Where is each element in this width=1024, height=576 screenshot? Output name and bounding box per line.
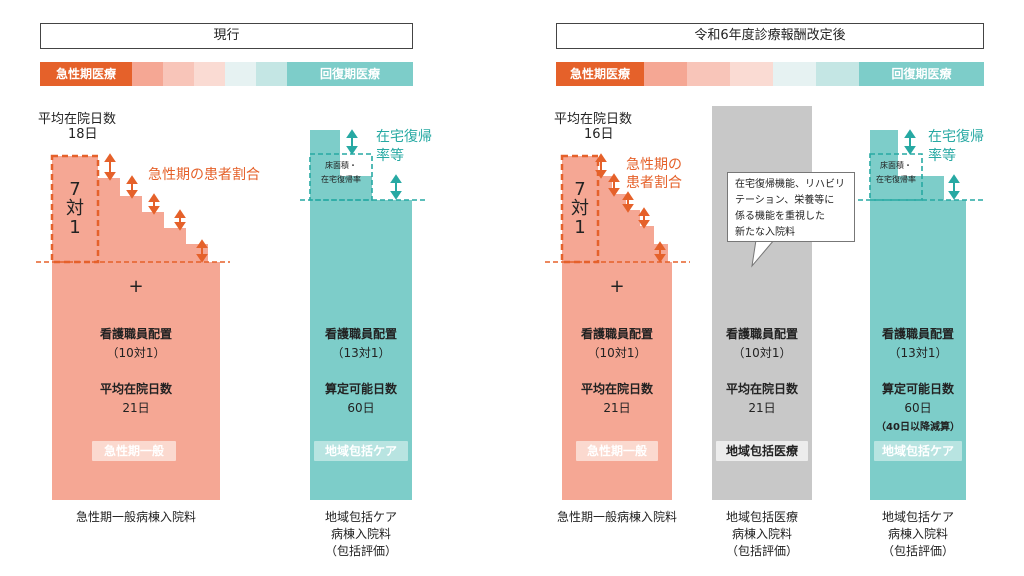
new-ward-staffing-label: 看護職員配置: [725, 327, 798, 341]
right-legend-gradient: 急性期医療 回復期医療: [556, 62, 984, 86]
home-return-side-label: 率等: [928, 148, 956, 164]
new-ward-caption-2: 病棟入院料: [731, 527, 792, 541]
community-caption-1: 地域包括ケア: [881, 510, 954, 524]
seven-to-one-char: 7: [69, 179, 81, 200]
home-return-side-label: 率等: [376, 148, 404, 164]
community-days-label: 算定可能日数: [324, 382, 397, 396]
new-ward-staffing-value: （10対1）: [732, 346, 792, 360]
community-staffing-label: 看護職員配置: [324, 327, 397, 341]
legend-recovery-label: 回復期医療: [859, 62, 984, 86]
avg-stay-value: 16日: [584, 127, 614, 142]
seven-to-one-label: 7 対 1: [569, 180, 591, 237]
seven-to-one-char: 1: [69, 217, 81, 238]
gradient-cell: [773, 62, 816, 86]
home-return-side-label: 在宅復帰: [376, 129, 432, 145]
callout-line: テーション、栄養等に: [735, 195, 835, 206]
gradient-cell: [687, 62, 730, 86]
acute-ward-caption: 急性期一般病棟入院料: [556, 510, 677, 524]
community-days-note: （40日以降減算）: [876, 422, 960, 433]
callout-line: 係る機能を重視した: [735, 211, 825, 222]
acute-staffing-value: （10対1）: [587, 346, 647, 360]
new-ward-stay-label: 平均在院日数: [725, 382, 798, 396]
gradient-cell: [194, 62, 225, 86]
callout-line: 新たな入院料: [735, 227, 795, 238]
gradient-cell: [816, 62, 859, 86]
community-days-value: 60日: [904, 401, 932, 415]
home-return-side-label: 在宅復帰: [928, 129, 984, 145]
acute-stay-label: 平均在院日数: [99, 382, 172, 396]
community-caption-2: 病棟入院料: [887, 527, 948, 541]
seven-to-one-char: 1: [574, 217, 586, 238]
left-legend-gradient: 急性期医療 回復期医療: [40, 62, 413, 86]
acute-general-tag: 急性期一般: [576, 441, 658, 461]
community-caption-3: （包括評価）: [324, 544, 397, 558]
community-care-tag: 地域包括ケア: [874, 441, 962, 461]
legend-acute-label: 急性期医療: [40, 62, 132, 86]
acute-patient-ratio-label: 急性期の: [626, 157, 682, 173]
new-ward-caption-3: （包括評価）: [725, 544, 798, 558]
plus-sign: +: [609, 276, 625, 297]
community-staffing-value: （13対1）: [888, 346, 948, 360]
community-caption-3: （包括評価）: [881, 544, 954, 558]
avg-stay-label: 平均在院日数: [554, 112, 633, 127]
new-ward-caption-1: 地域包括医療: [725, 510, 798, 524]
seven-to-one-char: 7: [574, 179, 586, 200]
community-days-value: 60日: [347, 401, 375, 415]
community-medical-tag: 地域包括医療: [716, 441, 808, 461]
acute-stay-label: 平均在院日数: [580, 382, 653, 396]
left-panel-title: 現行: [40, 23, 413, 49]
gradient-cell: [256, 62, 287, 86]
community-staffing-value: （13対1）: [331, 346, 391, 360]
community-caption-1: 地域包括ケア: [324, 510, 397, 524]
new-ward-callout: 在宅復帰機能、リハビリ テーション、栄養等に 係る機能を重視した 新たな入院料: [727, 172, 855, 242]
community-caption-2: 病棟入院料: [330, 527, 391, 541]
gradient-cell: [163, 62, 194, 86]
seven-to-one-char: 対: [571, 198, 589, 219]
gradient-cell: [225, 62, 256, 86]
floor-area-label: 床面積・: [880, 161, 912, 170]
acute-general-tag: 急性期一般: [92, 441, 176, 461]
seven-to-one-char: 対: [66, 198, 84, 219]
acute-staffing-label: 看護職員配置: [580, 327, 653, 341]
community-bar-notch: [372, 176, 412, 200]
avg-stay-label: 平均在院日数: [38, 112, 117, 127]
plus-sign: +: [128, 276, 144, 297]
community-medical-bar: [712, 106, 812, 500]
acute-staffing-value: （10対1）: [106, 346, 166, 360]
acute-patient-ratio-label: 患者割合: [626, 175, 682, 191]
seven-to-one-label: 7 対 1: [64, 180, 86, 237]
gradient-cell: [644, 62, 687, 86]
community-staffing-label: 看護職員配置: [881, 327, 954, 341]
gradient-cell: [132, 62, 163, 86]
community-days-label: 算定可能日数: [881, 382, 954, 396]
acute-stay-value: 21日: [122, 401, 150, 415]
callout-line: 在宅復帰機能、リハビリ: [735, 179, 845, 190]
gradient-cell: [730, 62, 773, 86]
legend-acute-label: 急性期医療: [556, 62, 644, 86]
floor-area-label: 床面積・: [325, 161, 357, 170]
community-care-tag: 地域包括ケア: [314, 441, 408, 461]
acute-staffing-label: 看護職員配置: [99, 327, 172, 341]
acute-stay-value: 21日: [603, 401, 631, 415]
acute-ward-caption: 急性期一般病棟入院料: [75, 510, 196, 524]
legend-recovery-label: 回復期医療: [287, 62, 413, 86]
acute-patient-ratio-label: 急性期の患者割合: [148, 167, 260, 183]
new-ward-stay-value: 21日: [748, 401, 776, 415]
avg-stay-value: 18日: [68, 127, 98, 142]
right-panel-title: 令和6年度診療報酬改定後: [556, 23, 984, 49]
home-return-rate-label: 在宅復帰率: [876, 175, 916, 184]
home-return-rate-label: 在宅復帰率: [321, 175, 361, 184]
